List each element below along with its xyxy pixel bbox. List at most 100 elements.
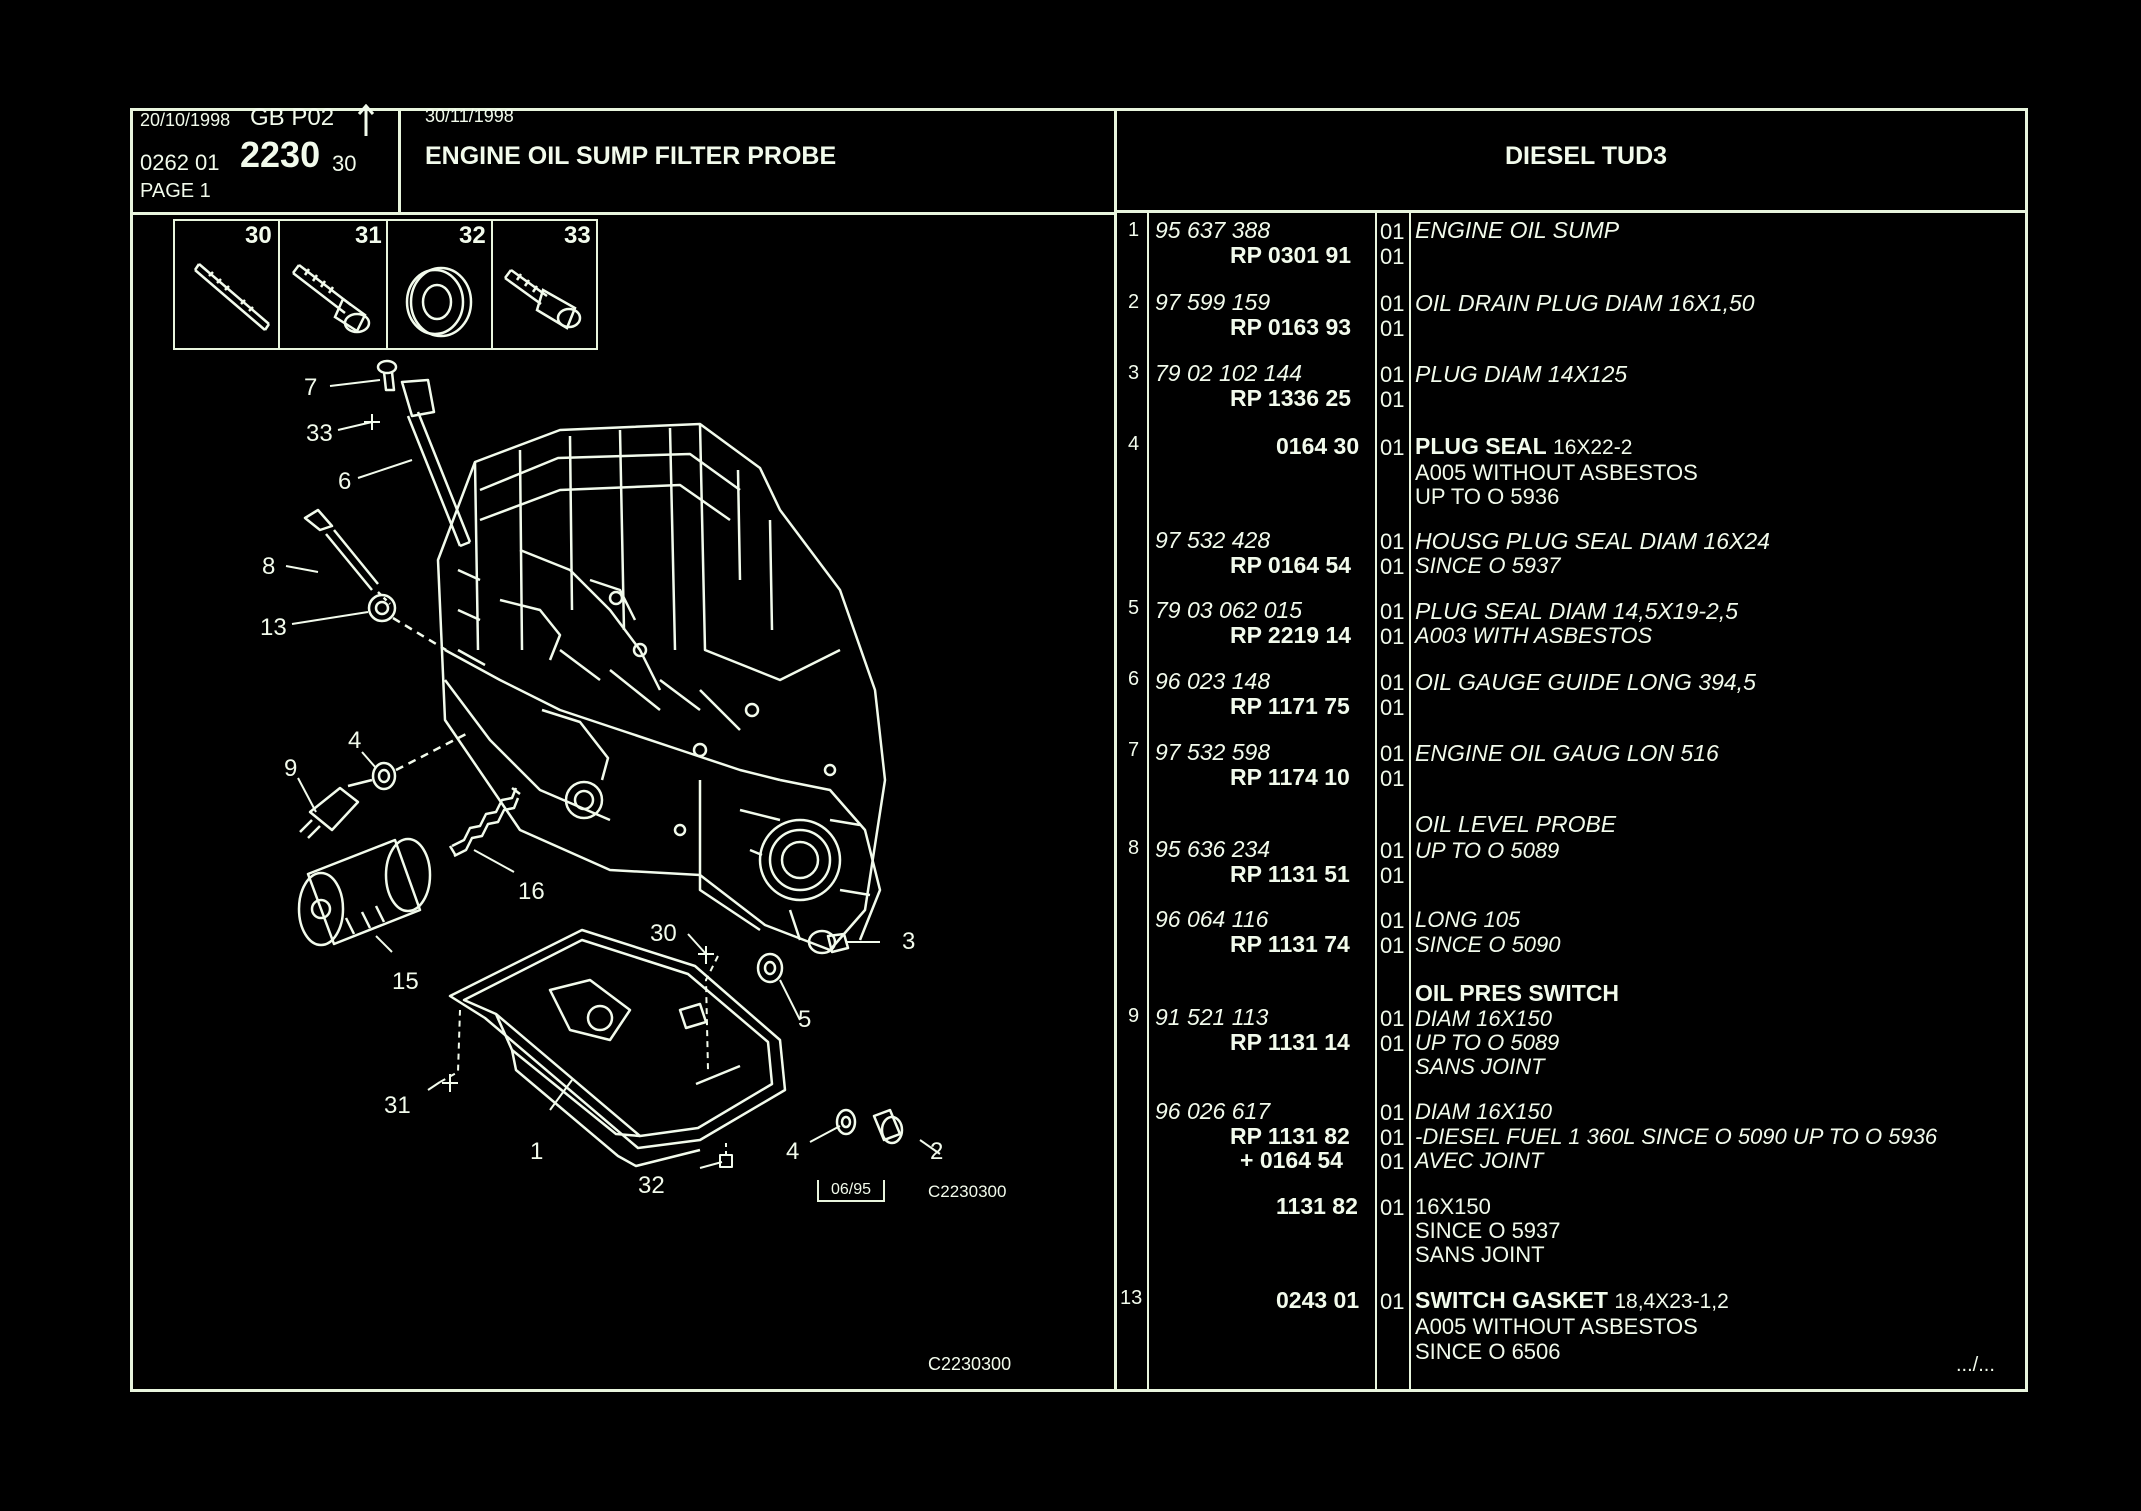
quantity: 01 [1380, 291, 1405, 316]
thumbnail-divider [386, 219, 388, 350]
part-note: -DIESEL FUEL 1 360L SINCE O 5090 UP TO O… [1415, 1124, 1938, 1149]
quantity: 01 [1380, 1100, 1405, 1125]
thumbnail-divider [278, 219, 280, 350]
dipstick-drawing [303, 359, 472, 652]
callout-label: 4 [786, 1138, 800, 1165]
quantity: 01 [1380, 1031, 1405, 1056]
rp-code: RP 0163 93 [1230, 314, 1352, 340]
engine-exploded-diagram [285, 359, 941, 1169]
header-code-c: 30 [332, 151, 357, 176]
oil-sump-drawing [448, 928, 787, 1168]
quantity: 01 [1380, 1125, 1405, 1150]
item-number: 13 [1120, 1287, 1143, 1309]
part-description: PLUG DIAM 14X125 [1415, 361, 1628, 387]
quantity: 01 [1380, 1006, 1405, 1031]
callout-label: 30 [650, 920, 677, 947]
header-code-b: 2230 [240, 134, 321, 175]
callout-label: 31 [384, 1092, 411, 1119]
oil-filter-drawing [297, 837, 432, 947]
callout-label: 15 [392, 968, 419, 995]
part-name: PLUG SEAL [1415, 433, 1547, 459]
callout-label: 3 [902, 928, 916, 955]
item-number: 4 [1128, 433, 1140, 455]
quantity: 01 [1380, 624, 1405, 649]
part-note: A005 WITHOUT ASBESTOS [1415, 1314, 1698, 1339]
quantity: 01 [1380, 599, 1405, 624]
leader-lines [285, 379, 941, 1169]
part-reference: 97 532 598 [1155, 739, 1271, 765]
quantity: 01 [1380, 766, 1405, 791]
diagram-ref-bottom: C2230300 [928, 1354, 1012, 1374]
part-note: SINCE O 5090 [1415, 932, 1561, 957]
divider-num-col [1147, 212, 1149, 1392]
quantity: 01 [1380, 741, 1405, 766]
header-region-page: GB P02 [250, 104, 335, 131]
quantity: 01 [1380, 670, 1405, 695]
stud-thumbnail-image [193, 263, 271, 331]
callout-label: 33 [306, 420, 333, 447]
header-date-right: 30/11/1998 [425, 106, 514, 126]
callout-label: 1 [530, 1138, 544, 1165]
part-reference: 96 023 148 [1155, 668, 1271, 694]
divider-header-right [1114, 210, 2028, 213]
arrow-up-icon [357, 104, 375, 136]
part-reference: 97 532 428 [1155, 527, 1271, 553]
callout-label: 32 [638, 1172, 665, 1199]
rp-code: RP 2219 14 [1230, 622, 1352, 648]
callout-label: 16 [518, 878, 545, 905]
rp-code: 1131 82 [1276, 1193, 1358, 1219]
quantity: 01 [1380, 244, 1405, 269]
item-number: 3 [1128, 362, 1140, 384]
quantity: 01 [1380, 1149, 1405, 1174]
callout-label: 8 [262, 553, 276, 580]
callout-label: 7 [304, 374, 318, 401]
thumbnail-label: 32 [459, 222, 486, 249]
part-description: PLUG SEAL 16X22-2 [1415, 433, 1632, 460]
item-number: 5 [1128, 597, 1140, 619]
date-box: 06/95 [817, 1180, 885, 1202]
callout-label: 5 [798, 1006, 812, 1033]
spring-drawing [448, 787, 521, 858]
quantity: 01 [1380, 529, 1405, 554]
part-description: LONG 105 [1415, 907, 1521, 932]
thumbnail-label: 30 [245, 222, 272, 249]
engine-block-drawing [436, 422, 887, 952]
rp-code: RP 0301 91 [1230, 242, 1352, 268]
part-description: DIAM 16X150 [1415, 1006, 1552, 1031]
quantity: 01 [1380, 435, 1405, 460]
divider-qty-left [1375, 212, 1377, 1392]
part-note: A003 WITH ASBESTOS [1415, 623, 1653, 648]
continued-marker: .../... [1956, 1354, 1995, 1376]
part-note: UP TO O 5936 [1415, 484, 1560, 509]
drain-plug-drawing [756, 929, 904, 1145]
part-reference: 95 636 234 [1155, 836, 1271, 862]
page-frame [130, 108, 2028, 1392]
callout-label: 2 [930, 1138, 944, 1165]
header-page: PAGE 1 [140, 180, 211, 202]
oil-pressure-switch-drawing [299, 730, 471, 839]
header-code-a: 0262 01 [140, 150, 220, 175]
rp-code: RP 1336 25 [1230, 385, 1352, 411]
callout-label: 13 [260, 614, 287, 641]
item-number: 1 [1128, 219, 1140, 241]
header-date-left: 20/10/1998 [140, 110, 231, 130]
part-description: HOUSG PLUG SEAL DIAM 16X24 [1415, 528, 1770, 554]
rp-code: RP 0164 54 [1230, 552, 1352, 578]
date-box-text: 06/95 [830, 1181, 872, 1198]
part-note: A005 WITHOUT ASBESTOS [1415, 460, 1698, 485]
part-reference: 96 064 116 [1155, 906, 1269, 932]
thumbnail-label: 31 [355, 222, 382, 249]
rp-code: RP 1131 74 [1230, 931, 1350, 957]
part-note: SINCE O 5937 [1415, 1218, 1561, 1243]
part-description: DIAM 16X150 [1415, 1099, 1552, 1124]
item-number: 2 [1128, 291, 1140, 313]
seal-thumbnail-image [405, 266, 473, 338]
model-title: DIESEL TUD3 [1505, 142, 1668, 170]
part-description: PLUG SEAL DIAM 14,5X19-2,5 [1415, 598, 1739, 624]
rp-code: RP 1171 75 [1230, 693, 1350, 719]
quantity: 01 [1380, 362, 1405, 387]
part-description: 16X150 [1415, 1194, 1491, 1219]
part-note: UP TO O 5089 [1415, 1030, 1560, 1055]
page-title: ENGINE OIL SUMP FILTER PROBE [425, 142, 837, 170]
callout-label: 9 [284, 755, 298, 782]
